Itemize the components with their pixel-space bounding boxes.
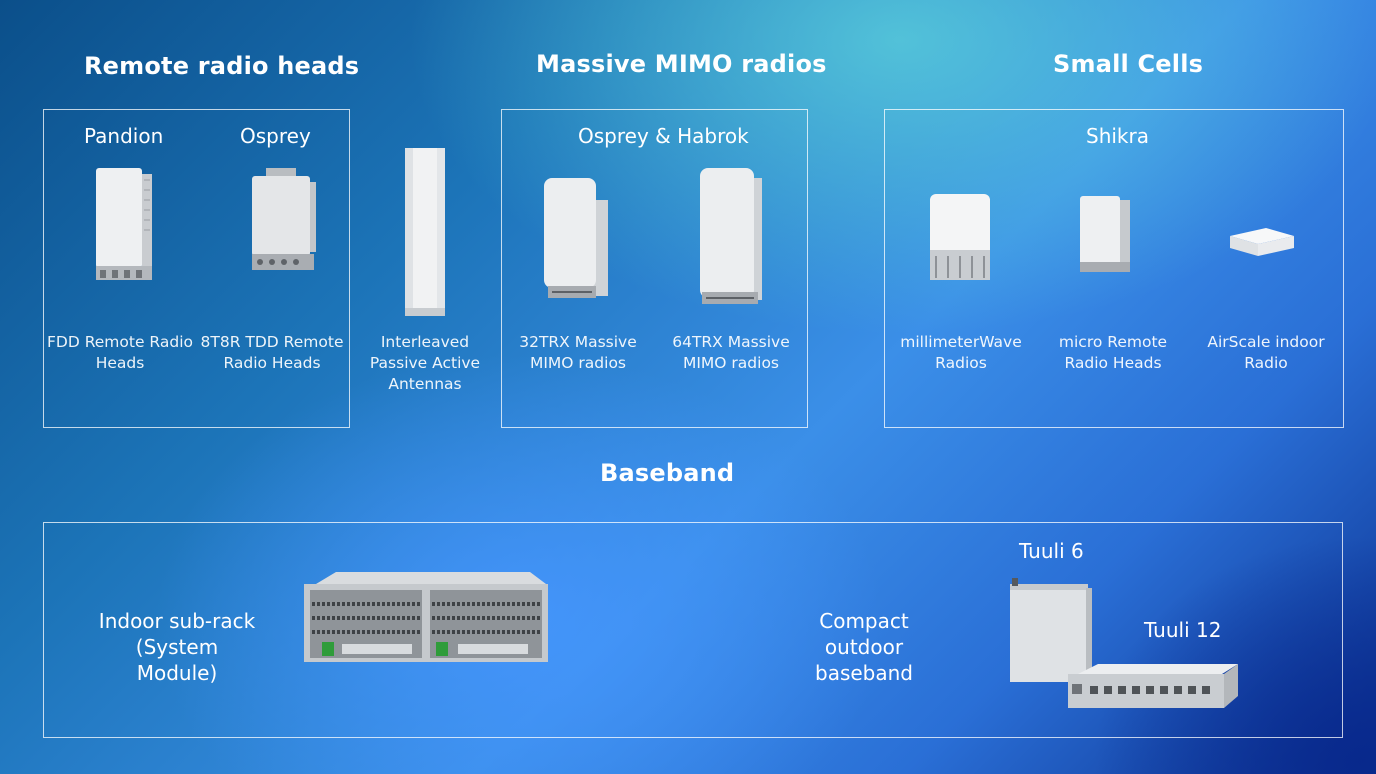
tuuli6-device-image [1006,578,1096,692]
millimeterwave-device-image [924,192,996,292]
compact-outdoor-label: Compact outdoor baseband [778,608,950,686]
shikra-name: Shikra [1086,124,1149,148]
tuuli12-name: Tuuli 12 [1144,618,1222,642]
osprey-rrh-caption: 8T8R TDD Remote Radio Heads [200,333,344,372]
indoor-subrack-label: Indoor sub-rack (System Module) [96,608,258,686]
baseband-title: Baseband [600,459,735,487]
massive-mimo-title: Massive MIMO radios [536,50,827,78]
tuuli6-name: Tuuli 6 [1019,539,1084,563]
remote-radio-heads-frame [43,109,350,428]
compact-outdoor-label-line1: Compact outdoor [819,609,909,659]
osprey-rrh-device-image [248,166,318,280]
tuuli12-device-image [1064,662,1242,718]
remote-radio-heads-title: Remote radio heads [84,52,360,80]
mimo-64trx-caption: 64TRX Massive MIMO radios [672,333,790,372]
indoor-subrack-label-line1: Indoor sub-rack [98,609,256,633]
airscale-indoor-device-image [1226,226,1298,264]
micro-rrh-caption: micro Remote Radio Heads [1058,333,1168,372]
mimo-64trx-device-image [696,164,766,312]
antenna-caption: Interleaved Passive Active Antennas [369,333,481,393]
massive-mimo-frame [501,109,808,428]
indoor-subrack-label-line2: (System Module) [135,635,219,685]
airscale-indoor-caption: AirScale indoor Radio [1207,333,1325,372]
indoor-subrack-device-image [302,570,550,670]
mimo-32trx-device-image [540,174,610,306]
mimo-32trx-caption: 32TRX Massive MIMO radios [519,333,637,372]
pandion-caption: FDD Remote Radio Heads [46,333,193,372]
pandion-name: Pandion [84,124,164,148]
antenna-device-image [403,148,447,320]
compact-outdoor-label-line2: baseband [815,661,913,685]
micro-rrh-device-image [1076,194,1136,280]
baseband-frame [43,522,1343,738]
pandion-device-image [92,166,154,288]
small-cells-frame [884,109,1344,428]
millimeterwave-caption: millimeterWave Radios [900,333,1022,372]
small-cells-title: Small Cells [1053,50,1204,78]
osprey-name: Osprey [240,124,311,148]
osprey-habrok-name: Osprey & Habrok [578,124,749,148]
